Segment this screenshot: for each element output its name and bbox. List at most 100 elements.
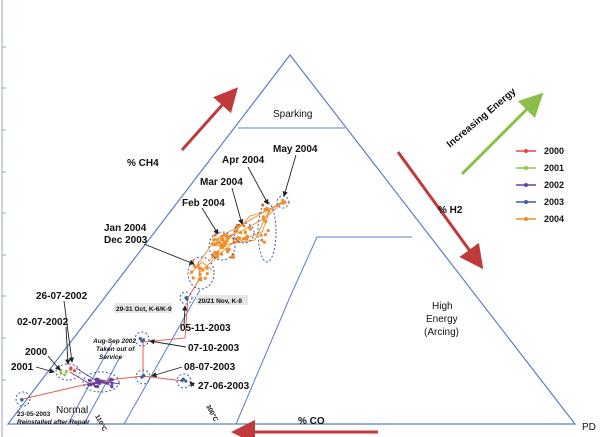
label-05-11-2003: 05-11-2003 xyxy=(180,323,231,334)
data-point xyxy=(225,239,229,243)
data-point xyxy=(227,247,231,251)
data-point xyxy=(59,371,63,375)
data-point xyxy=(242,224,246,228)
zone-high-3: (Arcing) xyxy=(424,327,459,338)
data-point xyxy=(262,240,266,244)
data-point xyxy=(281,198,285,202)
svg-text:2002: 2002 xyxy=(544,180,564,190)
label-2000: 2000 xyxy=(25,347,48,358)
zone-high-1: High xyxy=(432,301,453,312)
data-point xyxy=(220,242,224,247)
data-point xyxy=(222,233,226,237)
data-point xyxy=(243,230,247,235)
trend-2003 xyxy=(22,261,201,400)
energy-arrow xyxy=(460,92,544,176)
label-2001: 2001 xyxy=(11,362,34,373)
data-point xyxy=(199,278,203,282)
boundary-110-b xyxy=(83,356,121,425)
data-point xyxy=(191,276,195,280)
data-point xyxy=(87,378,91,382)
data-point xyxy=(212,237,216,241)
data-point xyxy=(205,266,209,270)
data-point xyxy=(109,377,113,381)
data-point xyxy=(266,229,270,233)
data-point xyxy=(238,236,242,240)
label-mar-2004: Mar 2004 xyxy=(200,177,243,188)
svg-text:2001: 2001 xyxy=(544,163,564,173)
data-point xyxy=(96,385,100,389)
energy-label: Increasing Energy xyxy=(445,86,519,150)
ch4-arrow xyxy=(180,87,238,151)
label-oct: 29-31 Oct, K-6/K-9 xyxy=(116,306,172,313)
data-point xyxy=(184,379,188,383)
label-feb-2004: Feb 2004 xyxy=(182,198,225,209)
data-point xyxy=(262,217,266,221)
h2-arrow xyxy=(396,151,484,270)
legend-item-2001: 2001 xyxy=(516,163,564,173)
zone-sparking: Sparking xyxy=(273,109,312,120)
cluster-ellipses xyxy=(15,195,290,407)
label-08-07-2003: 08-07-2003 xyxy=(184,362,236,373)
label-reinstalled: Reinstalled after Repair xyxy=(17,419,90,426)
data-point xyxy=(225,250,230,254)
data-point xyxy=(64,369,68,374)
data-point xyxy=(215,238,219,242)
legend-item-2002: 2002 xyxy=(516,180,564,190)
data-point xyxy=(140,375,144,379)
data-point xyxy=(189,270,194,274)
label-apr-2004: Apr 2004 xyxy=(222,155,265,166)
data-point xyxy=(261,215,265,219)
data-point xyxy=(243,236,247,240)
label-02-07-2002: 02-07-2002 xyxy=(17,317,69,328)
data-point xyxy=(203,276,207,280)
svg-text:2003: 2003 xyxy=(544,197,564,207)
data-point xyxy=(220,234,224,238)
label-23-05-2003: 23-05-2003 xyxy=(17,411,51,418)
legend-item-2000: 2000 xyxy=(516,146,564,156)
data-point xyxy=(263,207,267,211)
data-point xyxy=(72,369,77,373)
data-point xyxy=(230,255,234,259)
data-point xyxy=(105,381,110,385)
data-point xyxy=(110,381,114,386)
svg-text:2000: 2000 xyxy=(544,146,564,156)
h2-label: % H2 xyxy=(438,205,463,216)
data-point xyxy=(223,242,228,246)
zone-normal: Normal xyxy=(56,405,88,416)
data-point xyxy=(100,379,104,383)
zone-300: 300°C xyxy=(204,403,220,423)
ch4-label: % CH4 xyxy=(127,158,159,169)
data-point xyxy=(214,241,218,245)
data-point xyxy=(98,381,102,385)
label-jan-2004: Jan 2004 xyxy=(104,223,147,234)
data-point xyxy=(63,373,67,377)
boundary-300-b xyxy=(235,296,291,425)
data-point xyxy=(69,366,73,370)
label-07-10-2003: 07-10-2003 xyxy=(188,343,240,354)
data-point xyxy=(198,272,202,276)
legend-item-2004: 2004 xyxy=(516,214,564,224)
data-point xyxy=(217,241,221,245)
zone-high-2: Energy xyxy=(426,314,458,325)
data-point xyxy=(213,250,217,255)
data-point xyxy=(91,382,95,386)
data-point xyxy=(235,229,239,233)
data-point xyxy=(283,200,287,204)
legend: 2000 2001 2002 2003 2004 xyxy=(516,146,564,224)
nov-label-bg xyxy=(196,295,248,305)
co-label: % CO xyxy=(298,416,325,427)
main-triangle xyxy=(6,54,577,425)
data-point xyxy=(110,385,114,389)
label-augsep-2: Taken out of xyxy=(96,346,135,353)
data-point xyxy=(227,235,231,239)
label-may-2004: May 2004 xyxy=(273,144,318,155)
data-point xyxy=(89,383,93,387)
data-point xyxy=(20,398,24,402)
zone-pd: PD xyxy=(582,422,596,433)
data-point xyxy=(215,250,220,254)
data-point xyxy=(247,225,252,229)
data-point xyxy=(140,339,144,343)
data-point xyxy=(201,268,205,272)
data-point xyxy=(264,220,268,224)
high-energy-boundary xyxy=(289,236,412,298)
